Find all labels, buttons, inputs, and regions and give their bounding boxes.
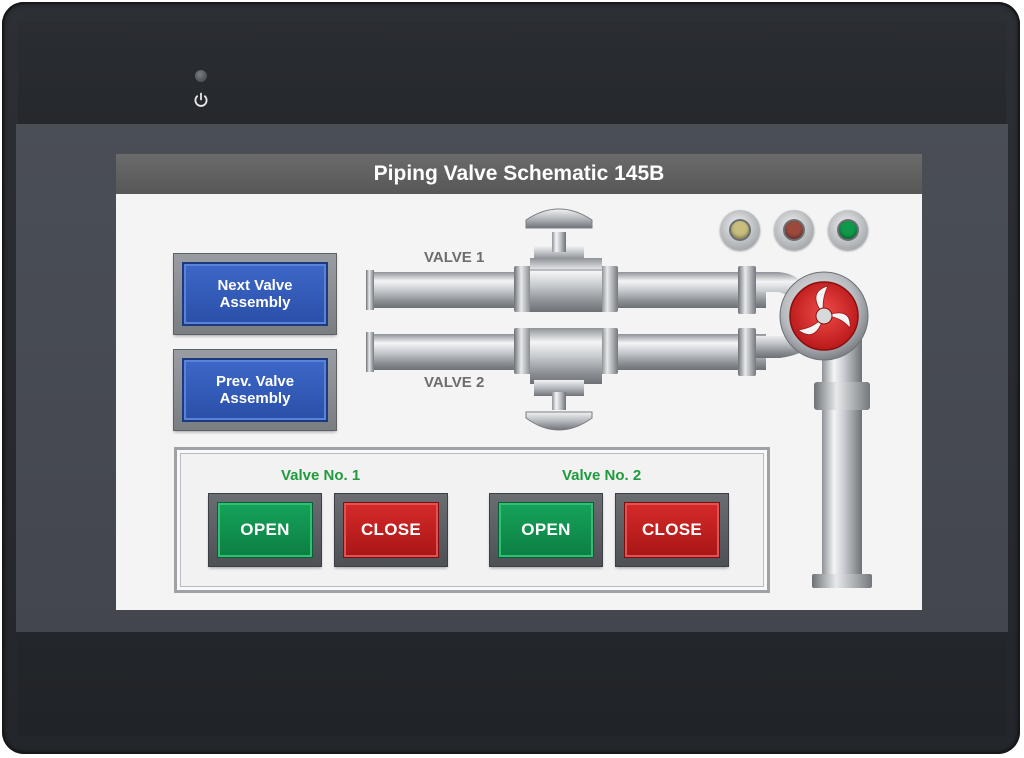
screen-title: Piping Valve Schematic 145B <box>116 154 922 194</box>
valve-2-label: VALVE 2 <box>424 374 485 391</box>
valve-1-close-button[interactable]: CLOSE <box>335 494 447 566</box>
indicator-green-light <box>839 221 857 239</box>
indicator-red-light <box>785 221 803 239</box>
power-icon <box>194 92 208 107</box>
next-valve-assembly-button[interactable]: Next Valve Assembly <box>174 254 336 334</box>
indicator-lamp-amber <box>720 210 760 250</box>
prev-valve-assembly-button[interactable]: Prev. Valve Assembly <box>174 350 336 430</box>
valve-1-open-label[interactable]: OPEN <box>217 502 313 558</box>
valve-2-group-label: Valve No. 2 <box>562 467 642 484</box>
valve-2-close-button[interactable]: CLOSE <box>616 494 728 566</box>
valve-1-group-label: Valve No. 1 <box>281 467 361 484</box>
indicator-lamp-red <box>774 210 814 250</box>
valve-2-open-label[interactable]: OPEN <box>498 502 594 558</box>
next-valve-assembly-label[interactable]: Next Valve Assembly <box>182 262 328 326</box>
prev-valve-assembly-label[interactable]: Prev. Valve Assembly <box>182 358 328 422</box>
hmi-screen: Piping Valve Schematic 145B <box>116 154 922 610</box>
valve-2-open-button[interactable]: OPEN <box>490 494 602 566</box>
valve-1-close-label[interactable]: CLOSE <box>343 502 439 558</box>
valve-2-close-label[interactable]: CLOSE <box>624 502 720 558</box>
bezel-top-band <box>18 22 1006 124</box>
valve-control-panel: Valve No. 1 Valve No. 2 OPEN CLOSE OPEN … <box>174 447 770 593</box>
indicator-lamp-green <box>828 210 868 250</box>
piping-schematic <box>366 208 872 588</box>
bezel-bottom-band <box>18 632 1006 736</box>
power-led <box>195 70 207 82</box>
valve-1-label: VALVE 1 <box>424 249 485 266</box>
indicator-amber-light <box>731 221 749 239</box>
valve-1-open-button[interactable]: OPEN <box>209 494 321 566</box>
